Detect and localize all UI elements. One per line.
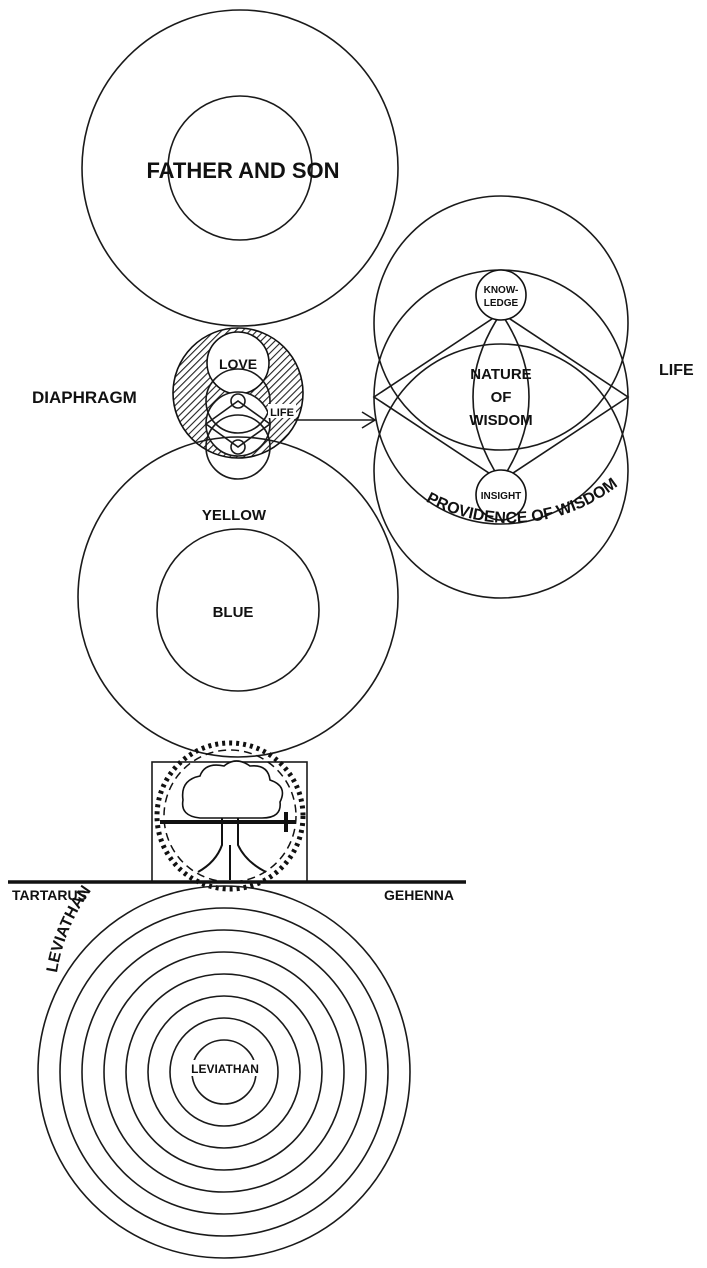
knowledge-label-line1: KNOW- (484, 285, 519, 296)
father-and-son-circles: FATHER AND SON (82, 10, 398, 326)
diaphragm-group: LOVE LIFE DIAPHRAGM (32, 328, 303, 479)
nature-label-line1: NATURE (470, 366, 531, 383)
life-right-label: LIFE (659, 362, 694, 379)
leviathan-inner-label: LEVIATHAN (191, 1062, 259, 1076)
tree-of-life-box (152, 743, 307, 889)
blue-label: BLUE (213, 604, 254, 621)
father-and-son-label: FATHER AND SON (146, 158, 339, 183)
yellow-circle (78, 437, 398, 757)
nature-label-line3: WISDOM (469, 412, 532, 429)
gehenna-label: GEHENNA (384, 887, 454, 903)
leviathan-rings: LEVIATHAN LEVIATHAN (38, 883, 410, 1258)
enlarge-arrow (294, 412, 375, 428)
diaphragm-label: DIAPHRAGM (32, 388, 137, 407)
tree-trunk (198, 818, 266, 880)
yellow-blue-circles: YELLOW BLUE (78, 437, 398, 757)
tree-canopy (183, 761, 283, 818)
life-small-label: LIFE (270, 407, 294, 419)
nature-label-line2: OF (491, 389, 512, 406)
yellow-label: YELLOW (202, 507, 267, 524)
insight-label: INSIGHT (481, 491, 522, 502)
knowledge-label-line2: LEDGE (484, 298, 519, 309)
nature-of-wisdom-emblem: KNOW- LEDGE INSIGHT NATURE OF WISDOM LIF… (374, 196, 694, 598)
